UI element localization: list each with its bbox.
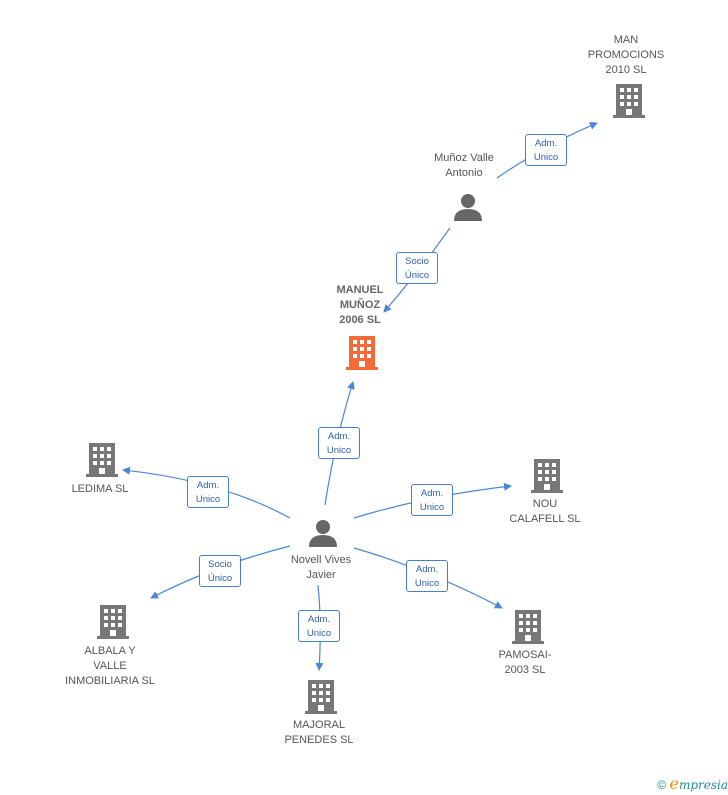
relation-type: Unico: [533, 152, 559, 163]
relation-type: Unico: [195, 494, 221, 505]
relation-type: Unico: [419, 502, 445, 513]
relation-role: Adm.: [415, 564, 439, 575]
building-main-icon[interactable]: [346, 336, 378, 370]
relation-badge[interactable]: Adm. Unico: [298, 610, 340, 642]
copyright-symbol: ©: [657, 778, 667, 792]
relation-role: Adm.: [307, 614, 331, 625]
node-label-nou-calafell[interactable]: NOU CALAFELL SL: [509, 498, 581, 525]
building-icon[interactable]: [86, 443, 118, 477]
relation-badge[interactable]: Adm. Unico: [406, 560, 448, 592]
node-label-pamosai[interactable]: PAMOSAI- 2003 SL: [498, 649, 552, 676]
building-icon[interactable]: [305, 680, 337, 714]
relation-role: Adm.: [534, 138, 558, 149]
person-icon[interactable]: [308, 518, 338, 548]
node-label-majoral[interactable]: MAJORAL PENEDES SL: [284, 719, 354, 746]
relation-role: Socio: [208, 559, 232, 570]
node-label-man-promocions[interactable]: MAN PROMOCIONS 2010 SL: [587, 34, 665, 76]
relation-type: Unico: [414, 578, 440, 589]
building-icon[interactable]: [97, 605, 129, 639]
relation-type: Único: [404, 270, 430, 281]
node-label-albala[interactable]: ALBALA Y VALLE INMOBILIARIA SL: [65, 645, 155, 687]
node-label-munoz-valle[interactable]: Muñoz Valle Antonio: [434, 152, 494, 179]
node-label-manuel-munoz[interactable]: MANUEL MUÑOZ 2006 SL: [336, 284, 384, 326]
relation-role: Socio: [405, 256, 429, 267]
brand-logo-text: mpresia: [678, 778, 728, 792]
relation-type: Único: [207, 573, 233, 584]
brand-logo-e: e: [669, 774, 679, 793]
relation-badge[interactable]: Adm. Unico: [318, 427, 360, 459]
relation-role: Adm.: [196, 480, 220, 491]
person-icon[interactable]: [453, 192, 483, 222]
building-icon[interactable]: [512, 610, 544, 644]
node-label-ledima[interactable]: LEDIMA SL: [71, 483, 129, 495]
building-icon[interactable]: [613, 84, 645, 118]
brand-footer[interactable]: © empresia: [657, 774, 728, 793]
relation-badge[interactable]: Adm. Unico: [187, 476, 229, 508]
relation-type: Unico: [306, 628, 332, 639]
node-label-novell-vives[interactable]: Novell Vives Javier: [290, 554, 352, 581]
relation-role: Adm.: [327, 431, 351, 442]
relation-badge[interactable]: Adm. Unico: [411, 484, 453, 516]
building-icon[interactable]: [531, 459, 563, 493]
relation-type: Unico: [326, 445, 352, 456]
relation-role: Adm.: [420, 488, 444, 499]
relation-badge[interactable]: Adm. Unico: [525, 134, 567, 166]
